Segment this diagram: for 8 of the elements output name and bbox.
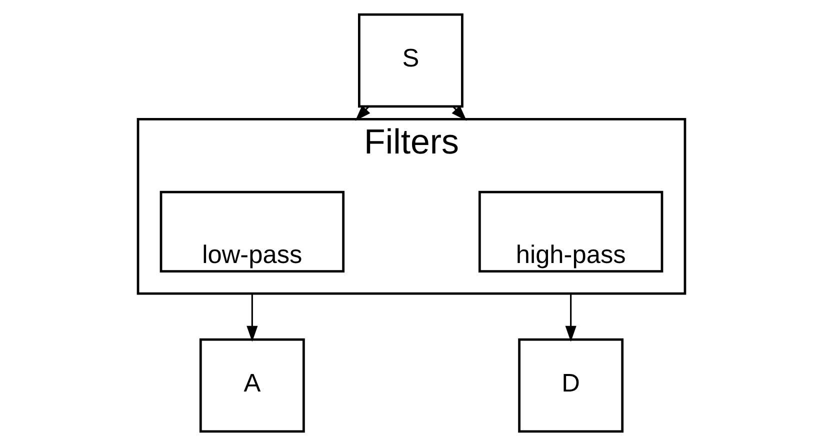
node-box: high-pass [478,190,664,273]
node-box: low-pass [160,190,345,273]
node-box: S [358,13,464,108]
node-box: D [518,338,624,433]
node-box: A [199,338,305,433]
arrow [565,294,576,342]
arrow [246,294,258,342]
arrow [452,106,467,121]
